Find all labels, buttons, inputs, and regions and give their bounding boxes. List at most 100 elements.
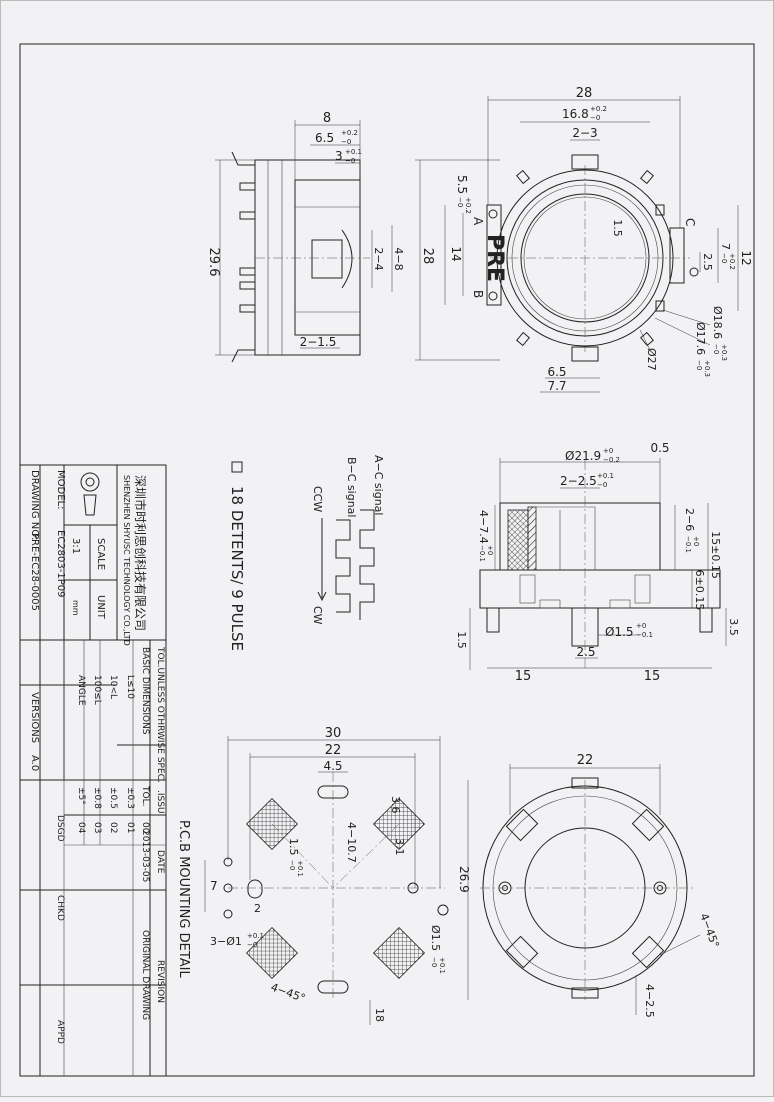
top-dim-7-sup: +0.2 — [728, 253, 736, 270]
sec-dim-2-2-5-sub: −0 — [597, 481, 607, 489]
top-dim-28-v: 28 — [420, 248, 435, 265]
drawing-label: DRAWING NO: — [29, 470, 40, 540]
side-dim-3: 3 — [335, 149, 343, 163]
tol-label: TOL. — [140, 785, 150, 806]
dsgd-label: DSGD — [55, 815, 65, 842]
signal-diagram: A−C signal B−C signal CCW CW 18 DETENTS/… — [228, 455, 385, 651]
tol-row-1-tol: ±0.5 — [108, 787, 118, 809]
pcb-dim-30: 30 — [325, 726, 342, 741]
sec-dim-d21-9-sup: +0 — [603, 447, 613, 455]
signal-ac-label: A−C signal — [372, 455, 385, 515]
company-en: SHENZHEN SHYUSC TECHNOLOGY CO.,LTD — [122, 475, 131, 646]
issu-label: .ISSU. — [155, 790, 165, 816]
top-dim-16-8-sub: −0 — [590, 114, 600, 122]
tol-row-0-range: L≤10 — [125, 675, 135, 699]
revision-value: ORIGINAL DRAWING — [140, 930, 150, 1020]
top-view: PRE 28 16.8 +0.2 −0 2−3 5.5 +0.2 −0 A B … — [415, 86, 753, 393]
signal-ccw-label: CCW — [311, 486, 324, 512]
tol-row-1-range: 10<L — [108, 675, 118, 699]
top-dim-16-8-sup: +0.2 — [590, 105, 607, 113]
tol-row-3-range: ANGLE — [76, 675, 86, 706]
top-dim-2-3: 2−3 — [572, 126, 597, 140]
top-dim-14: 14 — [449, 246, 463, 261]
sec-dim-d21-9: Ø21.9 — [565, 449, 601, 463]
pcb-dim-18: 18 — [373, 1008, 386, 1022]
pcb-dim-1-5-sub: −0 — [288, 860, 296, 870]
sec-dim-3-5: 3.5 — [727, 618, 740, 636]
sec-dim-d1-5: Ø1.5 — [605, 625, 634, 639]
date-label: DATE — [155, 850, 165, 874]
pcb-title: P.C.B MOUNTING DETAIL — [176, 820, 191, 978]
top-dim-5-5: 5.5 — [455, 175, 469, 194]
top-dim-d18-6-sup: +0.3 — [720, 344, 728, 361]
brand-label: PRE — [482, 234, 507, 282]
scale-label: SCALE — [95, 538, 106, 570]
pcb-dim-3-d1: 3−Ø1 — [210, 935, 242, 948]
scale-value: 3:1 — [70, 538, 81, 554]
detents-label: 18 DETENTS/ 9 PULSE — [228, 486, 246, 651]
revision-label: REVISION — [155, 960, 165, 1003]
top-dim-d18-6-sub: −0 — [712, 344, 720, 354]
side-dim-3-sub: −0 — [345, 157, 355, 165]
sec-dim-2-5: 2.5 — [576, 645, 595, 659]
top-dim-d27: Ø27 — [645, 348, 658, 371]
bot-dim-22: 22 — [577, 753, 594, 768]
sec-dim-4-7-4-sub: −0.1 — [478, 545, 486, 562]
pcb-dim-3-d1-sup: +0.1 — [247, 932, 264, 940]
sec-dim-d21-9-sub: −0.2 — [603, 456, 620, 464]
top-dim-5-5-sup: +0.2 — [464, 197, 472, 214]
top-dim-6-5: 6.5 — [547, 365, 566, 379]
side-dim-29-6: 29.6 — [206, 248, 221, 277]
version-label: VERSIONS — [29, 692, 40, 743]
side-dim-2-4: 2−4 — [372, 247, 385, 270]
pcb-dim-3-1: 3.1 — [393, 838, 406, 856]
basic-dims: BASIC DIMENSIONS — [140, 647, 150, 735]
model-label: MODEL: — [55, 470, 66, 509]
sec-dim-2-6-sup: +0 — [692, 536, 700, 546]
pcb-dim-22: 22 — [325, 743, 342, 758]
unit-label: UNIT — [95, 595, 106, 620]
sec-dim-4-7-4: 4−7.4 — [477, 510, 490, 544]
issue-02: 02 — [108, 822, 118, 833]
side-dim-3-sup: +0.1 — [345, 148, 362, 156]
drawing-value: PRE-EC28-0005 — [29, 533, 40, 611]
detents-checkbox — [231, 461, 243, 473]
sec-dim-d1-5-sub: −0.1 — [636, 631, 653, 639]
pcb-dim-4-5: 4.5 — [323, 759, 342, 773]
pcb-dim-2: 2 — [254, 902, 261, 915]
appd-label: APPD — [55, 1020, 65, 1044]
issue-04: 04 — [76, 822, 86, 834]
unit-value: mm — [71, 600, 80, 616]
top-dim-7: 7 — [719, 243, 732, 250]
bot-dim-4-2-5: 4−2.5 — [643, 984, 656, 1018]
pcb-dim-4-10-7: 4−10.7 — [345, 822, 358, 863]
sec-dim-2-6: 2−6 — [683, 508, 696, 531]
sec-dim-d1-5-sup: +0 — [636, 622, 646, 630]
label-c: C — [683, 218, 697, 226]
sec-dim-6: 6±0.15 — [693, 570, 706, 611]
side-dim-6-5-sup: +0.2 — [341, 129, 358, 137]
pcb-dim-d1-5-sup: +0.1 — [438, 957, 446, 974]
top-dim-2-5: 2.5 — [701, 253, 714, 271]
issue-01: 01 — [125, 822, 135, 833]
sec-dim-2-6-sub: −0.1 — [684, 536, 692, 553]
side-dim-6-5-sub: −0 — [341, 138, 351, 146]
top-dim-d18-6: Ø18.6 — [711, 306, 724, 339]
top-dim-16-8: 16.8 — [562, 107, 589, 121]
label-a: A — [471, 217, 485, 226]
pcb-dim-26-9: 26.9 — [457, 866, 471, 893]
sec-dim-15a: 15 — [515, 669, 532, 684]
signal-cw-label: CW — [311, 606, 324, 625]
side-dim-4-8: 4−8 — [392, 247, 405, 270]
side-dim-2-1-5: 2−1.5 — [300, 335, 337, 349]
tol-row-3-tol: ±5° — [76, 787, 86, 805]
issue-03: 03 — [92, 822, 102, 833]
date-value: 2013-03-05 — [140, 830, 150, 882]
side-dim-8: 8 — [323, 111, 331, 126]
sec-dim-2-2-5: 2−2.5 — [560, 474, 597, 488]
model-value: EC2803-1P09 — [55, 530, 66, 597]
tol-header: TOL.UNLESS OTHRWISE SPEC. — [155, 646, 165, 783]
top-dim-d17-6-sup: +0.3 — [703, 360, 711, 377]
